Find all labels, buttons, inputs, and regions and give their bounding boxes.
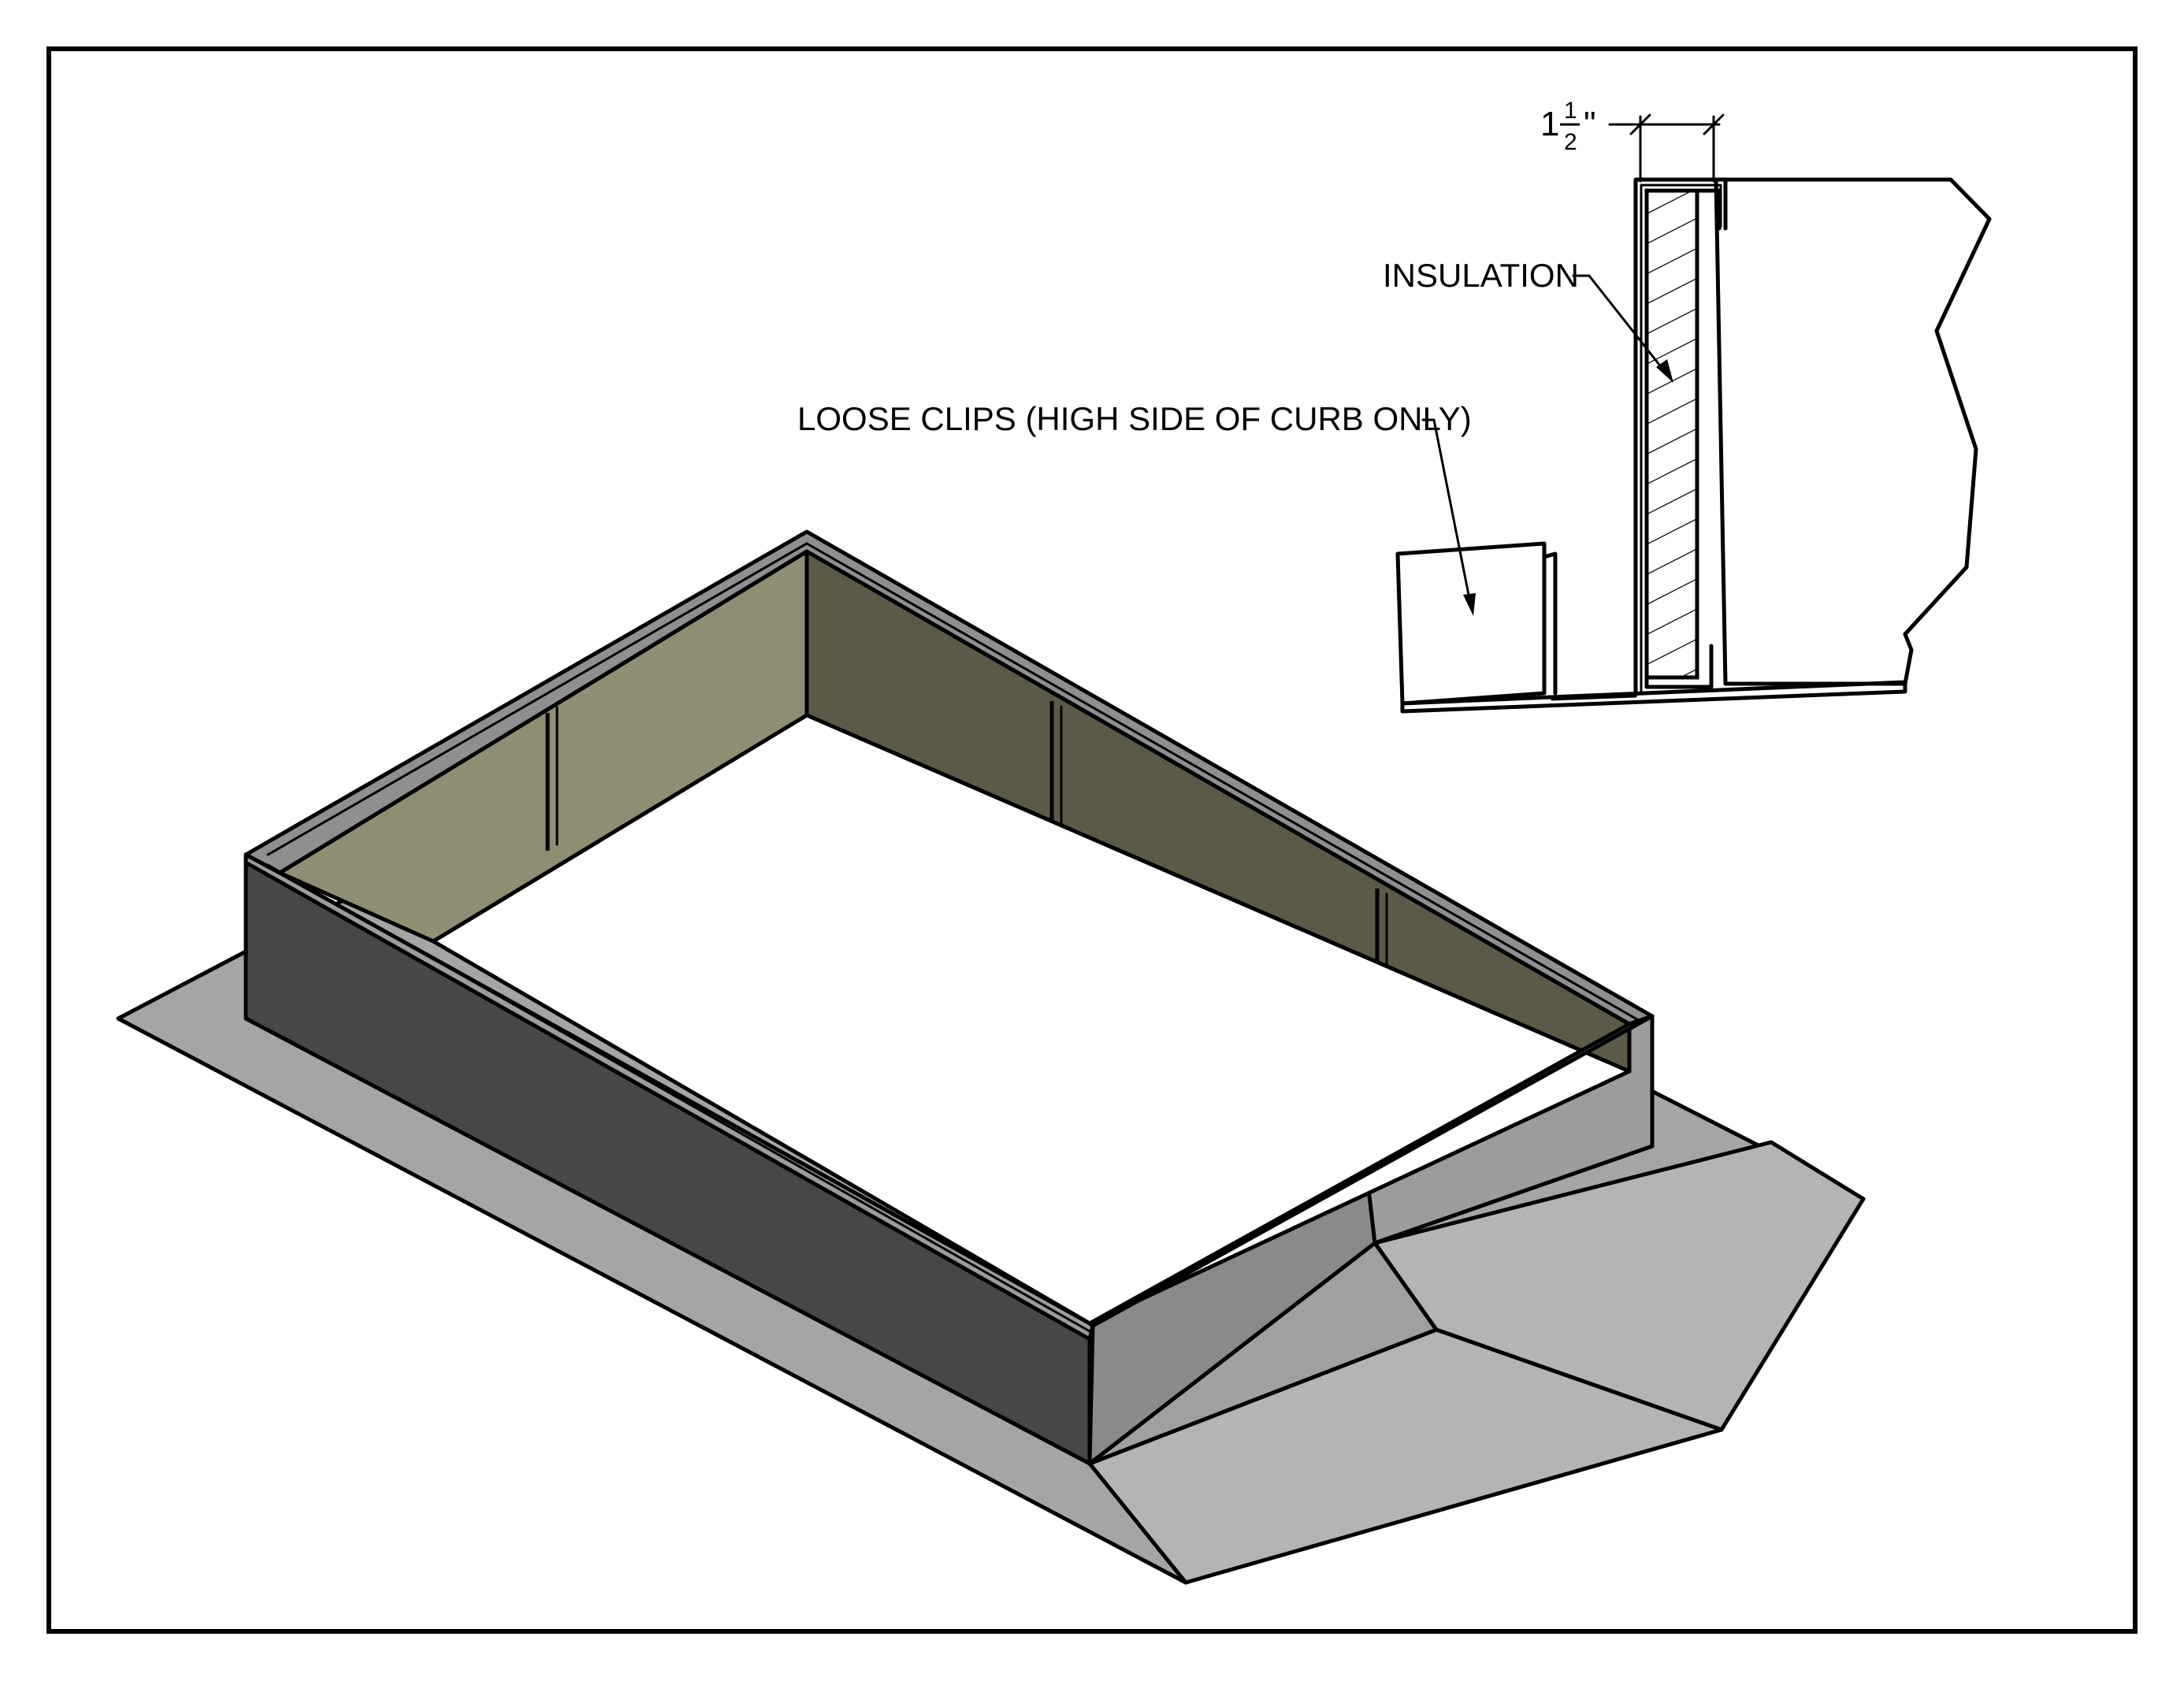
dimension-numerator: 1 [1564, 98, 1577, 124]
loose-clips-arrow [1463, 593, 1476, 616]
insulation-section [1644, 188, 1699, 680]
insulation-arrow [1656, 359, 1673, 383]
drawing-border [46, 46, 2138, 1634]
loose-clip [1395, 541, 1547, 706]
loose-clips-label: LOOSE CLIPS (HIGH SIDE OF CURB ONLY) [797, 400, 1472, 437]
adjacent-roof-panel [1714, 177, 1992, 686]
dimension-whole: 1 [1540, 105, 1559, 143]
dimension-label: 1 1 2 " [1540, 98, 1596, 155]
isometric-curb-view [116, 529, 1866, 1585]
base-flange-section [1400, 680, 1907, 714]
dimension-denominator: 2 [1564, 129, 1577, 155]
insulation-label: INSULATION [1383, 257, 1579, 294]
section-detail: 1 1 2 " INSULATION LOOSE CLIPS (HIGH SID… [797, 98, 1992, 714]
dimension-unit: " [1584, 105, 1596, 143]
curb-top-cap-right [1087, 1014, 1655, 1328]
